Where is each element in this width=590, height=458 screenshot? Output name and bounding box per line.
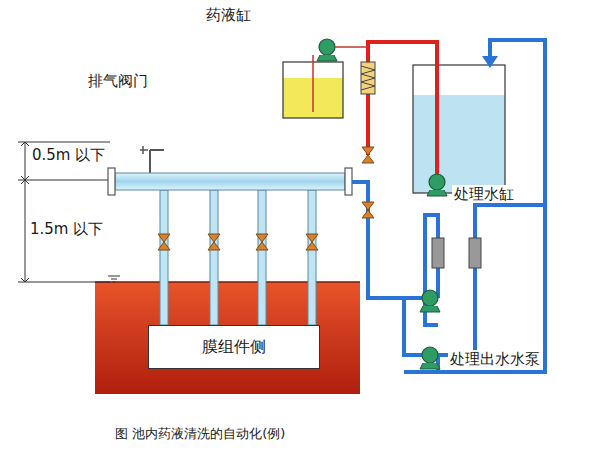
dimension: 0.5m 以下	[30, 146, 107, 164]
valve-label: 排气阀门	[86, 72, 150, 90]
tank-label: 处理水缸	[452, 185, 516, 203]
pump-label: 处理出水水泵	[448, 350, 542, 368]
figure-caption: 图 池内药液清洗的自动化(例)	[115, 425, 285, 443]
tank-label: 药液缸	[204, 6, 253, 24]
module-box: 膜组件侧	[148, 325, 320, 369]
node-text: 膜组件侧	[202, 337, 266, 358]
dimension: 1.5m 以下	[28, 220, 105, 238]
